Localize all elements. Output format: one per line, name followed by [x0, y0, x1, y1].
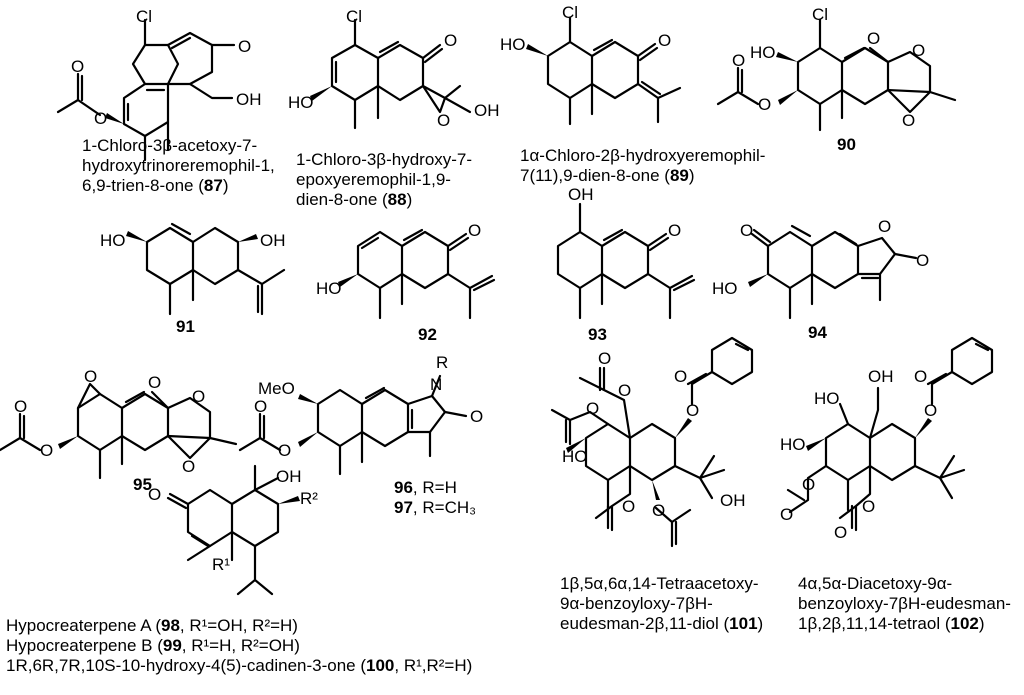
- ring-o-label: O: [912, 41, 925, 60]
- benzoyl-carbonyl-label: O: [914, 367, 927, 386]
- hydroxyl-label: HO: [780, 435, 806, 454]
- structure-91: HO OH 91: [100, 222, 286, 336]
- chlorine-label: Cl: [136, 7, 152, 26]
- ketone-o-label: O: [740, 221, 753, 240]
- hydroxyl-label: HO: [500, 35, 526, 54]
- ketone-o-label: O: [658, 31, 671, 50]
- carbonyl-o-label: O: [254, 397, 267, 416]
- compound-number: 91: [176, 317, 195, 336]
- epoxide-o-label: O: [84, 367, 97, 386]
- ketone-o-label: O: [668, 221, 681, 240]
- hydroxyl-label: HO: [750, 43, 776, 62]
- epoxide-o-label: O: [182, 457, 195, 476]
- carbonyl-o-label: O: [14, 397, 27, 416]
- compound-number: 94: [808, 323, 827, 342]
- carbonyl-o-label: O: [71, 57, 84, 76]
- carbonyl-o-label: O: [732, 51, 745, 70]
- hydroxyl-label: OH: [474, 101, 500, 120]
- structure-90: Cl HO O O O O O 90: [716, 5, 957, 154]
- structure-101: O O O O O HO O O OH: [550, 336, 754, 548]
- hydroxyl-label: OH: [720, 491, 746, 510]
- nitrogen-label: N: [430, 375, 442, 394]
- chlorine-label: Cl: [562, 3, 578, 22]
- ester-o-label: O: [618, 381, 631, 400]
- benzoyl-carbonyl-label: O: [674, 367, 687, 386]
- ester-o-label: O: [862, 497, 875, 516]
- hydroxyl-label: HO: [814, 389, 840, 408]
- chlorine-label: Cl: [346, 7, 362, 26]
- caption-96-97: 96, R=H 97, R=CH₃: [394, 478, 477, 517]
- r1-label: R¹: [212, 555, 230, 574]
- compound-number: 92: [418, 325, 437, 344]
- structure-87: Cl O OH O O: [56, 7, 262, 162]
- methoxy-o-label: O: [867, 29, 880, 48]
- structure-95: O O O O O O 95: [0, 367, 238, 494]
- structure-92: HO O 92: [316, 221, 496, 344]
- carbonyl-o-label: O: [598, 349, 611, 368]
- r2-label: R²: [300, 489, 318, 508]
- structure-96-97: MeO O O N R O: [238, 353, 483, 476]
- lactone-carbonyl-label: O: [916, 251, 929, 270]
- carbonyl-o-label: O: [780, 505, 793, 524]
- structure-102: OH O O HO HO O O O O: [780, 336, 994, 542]
- benzoyl-o-label: O: [686, 401, 699, 420]
- epoxide-o-label: O: [902, 111, 915, 130]
- hydroxyl-label: OH: [260, 231, 286, 250]
- hydroxyl-label: HO: [288, 93, 314, 112]
- caption-101: 1β,5α,6α,14-Tetraacetoxy- 9α-benzoyloxy-…: [560, 574, 764, 633]
- hydroxyl-label: HO: [316, 279, 342, 298]
- caption-102: 4α,5α-Diacetoxy-9α- benzoyloxy-7βH-eudes…: [798, 574, 1011, 633]
- ester-o-label: O: [94, 109, 107, 128]
- structure-98-100: O OH R² R¹: [148, 464, 318, 596]
- ester-o-label: O: [586, 399, 599, 418]
- ester-o-label: O: [802, 475, 815, 494]
- structure-89: Cl HO O: [500, 3, 682, 126]
- lactone-o-label: O: [878, 217, 891, 236]
- caption-89: 1α-Chloro-2β-hydroxyeremophil- 7(11),9-d…: [520, 146, 766, 185]
- hydroxyl-label: OH: [236, 90, 262, 109]
- hydroxyl-label: OH: [868, 367, 894, 386]
- ketone-o-label: O: [444, 31, 457, 50]
- r-group-label: R: [436, 353, 448, 372]
- hydroxyl-label: HO: [712, 279, 738, 298]
- ketone-o-label: O: [468, 221, 481, 240]
- ring-o-label: O: [192, 387, 205, 406]
- hydroxyl-label: HO: [562, 447, 588, 466]
- ester-o-label: O: [40, 441, 53, 460]
- benzoyl-o-label: O: [924, 401, 937, 420]
- ester-o-label: O: [652, 501, 665, 520]
- structure-93: OH O 93: [556, 185, 696, 344]
- compound-number: 93: [588, 325, 607, 344]
- chlorine-label: Cl: [812, 5, 828, 24]
- structure-94: O O O HO 94: [712, 217, 929, 342]
- hydroxyl-label: OH: [568, 185, 594, 204]
- ester-o-label: O: [622, 497, 635, 516]
- caption-98-100: Hypocreaterpene A (98, R¹=OH, R²=H) Hypo…: [6, 616, 473, 675]
- epoxide-o-label: O: [437, 111, 450, 130]
- ketone-o-label: O: [148, 485, 161, 504]
- hydroxyl-label: OH: [276, 467, 302, 486]
- methoxy-o-label: O: [148, 373, 161, 392]
- caption-87: 1-Chloro-3β-acetoxy-7- hydroxytrinorerem…: [82, 136, 275, 195]
- methoxy-label: MeO: [258, 379, 295, 398]
- caption-88: 1-Chloro-3β-hydroxy-7- epoxyeremophil-1,…: [296, 150, 473, 209]
- lactam-o-label: O: [470, 407, 483, 426]
- ester-o-label: O: [278, 441, 291, 460]
- ester-o-label: O: [758, 95, 771, 114]
- ketone-o-label: O: [238, 37, 251, 56]
- compound-number: 90: [837, 135, 856, 154]
- hydroxyl-label: HO: [100, 231, 126, 250]
- compound-number: 95: [133, 475, 152, 494]
- structure-88: Cl O HO O OH: [288, 7, 500, 130]
- carbonyl-o-label: O: [834, 523, 847, 542]
